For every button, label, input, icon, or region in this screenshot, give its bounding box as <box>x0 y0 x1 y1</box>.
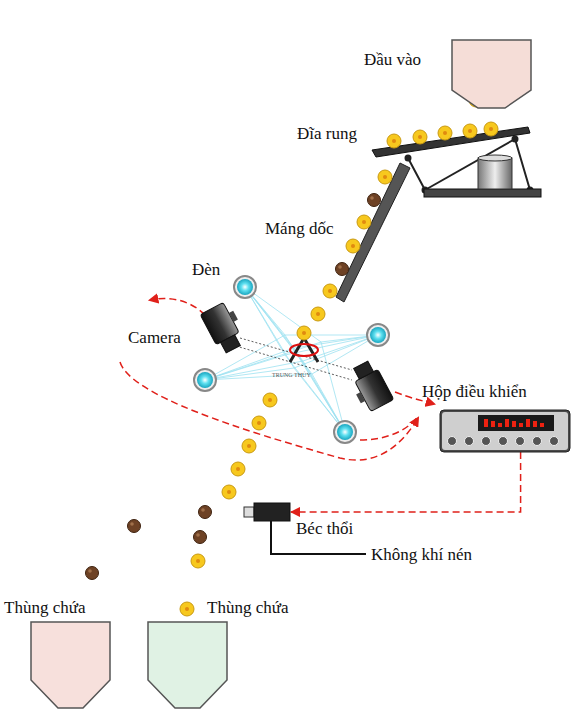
part-label: Không khí nén <box>371 545 472 565</box>
brown-grain <box>368 194 381 207</box>
air-nozzle: Béc thổi <box>244 503 290 521</box>
brown-grain <box>194 531 207 544</box>
yellow-grain <box>387 134 401 148</box>
part-label: Đèn <box>192 260 220 280</box>
light-ray <box>205 342 321 380</box>
camera <box>345 359 394 414</box>
control-box-shape <box>440 410 570 452</box>
lamp <box>367 324 389 346</box>
brown-grain <box>86 567 99 580</box>
node-label: Đầu vào <box>364 50 421 70</box>
lamp <box>194 369 216 391</box>
container-bin-shape <box>31 622 110 708</box>
light-rays <box>205 287 378 432</box>
yellow-grain <box>413 130 427 144</box>
yellow-grain <box>242 439 256 453</box>
lamp <box>234 276 256 298</box>
chute <box>336 163 410 302</box>
yellow-grain <box>297 326 311 340</box>
light-ray <box>245 287 321 342</box>
camera <box>200 300 249 355</box>
yellow-grain <box>438 126 452 140</box>
yellow-grain <box>346 239 360 253</box>
container-bin-shape <box>148 622 227 708</box>
yellow-grain <box>323 284 337 298</box>
lamp <box>334 421 356 443</box>
node-label: Thùng chứa <box>4 598 85 618</box>
part-label: Đĩa rung <box>297 124 357 144</box>
yellow-grain <box>222 485 236 499</box>
yellow-grain <box>378 170 392 184</box>
node-label: Béc thổi <box>296 519 353 539</box>
input-hopper-shape <box>452 40 531 108</box>
air-nozzle-shape <box>244 503 290 521</box>
yellow-grain <box>263 393 277 407</box>
yellow-grain <box>484 122 498 136</box>
watermark: TRUNG THỦY <box>272 372 311 379</box>
control-box: Hộp điều khiển <box>440 410 570 452</box>
yellow-grain <box>311 307 325 321</box>
container-bin: Thùng chứa <box>31 622 110 708</box>
yellow-grain <box>231 462 245 476</box>
light-ray <box>285 335 345 432</box>
grains <box>63 42 518 647</box>
light-ray <box>285 355 345 432</box>
logo-mark <box>290 338 318 362</box>
part-label: Camera <box>128 328 181 348</box>
lamps <box>194 276 389 443</box>
yellow-grain <box>180 602 194 616</box>
yellow-grain <box>463 124 477 138</box>
node-label: Hộp điều khiển <box>422 382 527 402</box>
input-hopper: Đầu vào <box>452 40 531 108</box>
brown-grain <box>128 520 141 533</box>
part-label: Máng dốc <box>265 219 333 239</box>
light-ray <box>303 361 345 432</box>
yellow-grain <box>252 416 266 430</box>
brown-grain <box>336 263 349 276</box>
signal-lines <box>120 299 434 461</box>
container-bin: Thùng chứa <box>148 622 227 708</box>
light-ray <box>321 342 345 432</box>
signal-connector <box>291 452 521 512</box>
light-ray <box>294 348 345 432</box>
light-ray <box>245 287 294 368</box>
yellow-grain <box>191 554 205 568</box>
node-label: Thùng chứa <box>207 598 288 618</box>
camera-view-lines <box>236 338 352 380</box>
brown-grain <box>199 506 212 519</box>
yellow-grain <box>357 215 371 229</box>
